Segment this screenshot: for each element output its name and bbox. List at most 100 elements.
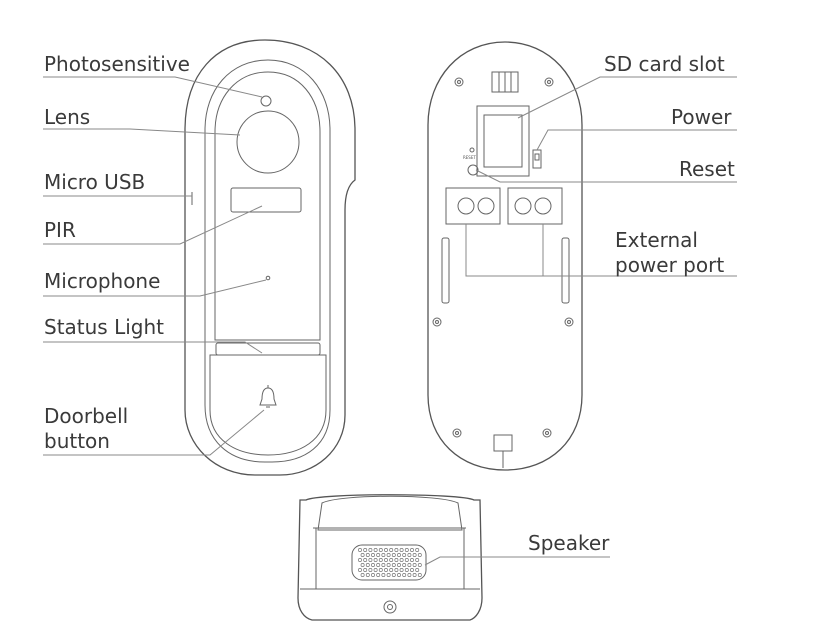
label-pir: PIR	[44, 218, 76, 242]
grille-hole	[402, 573, 407, 577]
label-status-light: Status Light	[44, 315, 164, 339]
base-top-cap	[317, 495, 463, 531]
speaker-base-view	[297, 494, 483, 621]
leader-lens	[43, 128, 241, 136]
grille-hole	[378, 568, 383, 572]
grille-hole	[404, 558, 409, 562]
grille-hole	[384, 558, 388, 562]
doorbell-button-area	[209, 354, 327, 456]
grille-hole	[365, 553, 370, 557]
grille-hole	[371, 553, 375, 557]
label-sd-card-slot: SD card slot	[604, 52, 725, 76]
label-external-power-port-line2: power port	[615, 253, 725, 277]
leader-status-light	[43, 341, 263, 354]
grille-hole	[397, 573, 401, 577]
leader-external-power-left	[465, 224, 737, 277]
grille-hole	[417, 553, 422, 557]
grille-hole	[404, 568, 409, 572]
grille-hole	[397, 553, 401, 557]
grille-hole	[415, 558, 420, 562]
right-slot	[561, 237, 570, 304]
speaker-grille-holes	[358, 548, 422, 577]
grille-hole	[373, 558, 378, 562]
front-outer-shell	[184, 39, 356, 476]
back-view	[427, 41, 583, 471]
grille-hole	[381, 563, 386, 567]
grille-hole	[412, 573, 417, 577]
front-leader-lines	[43, 76, 267, 456]
base-screw	[383, 600, 397, 614]
grille-hole	[394, 558, 399, 562]
grille-hole	[399, 548, 404, 552]
grille-hole	[394, 568, 399, 572]
label-lens: Lens	[44, 105, 91, 129]
grille-hole	[402, 563, 407, 567]
microphone-hole	[265, 275, 271, 281]
front-face	[214, 71, 321, 341]
power-port-right-housing	[507, 187, 563, 225]
grille-hole	[363, 568, 368, 572]
grille-hole	[412, 553, 417, 557]
leader-pir	[43, 205, 263, 245]
label-external-power-port: External power port	[615, 228, 724, 278]
grille-hole	[365, 563, 370, 567]
grille-hole	[391, 563, 396, 567]
grille-hole	[363, 548, 368, 552]
label-doorbell-button-line1: Doorbell	[44, 404, 129, 428]
grille-hole	[373, 548, 378, 552]
grille-hole	[415, 548, 420, 552]
grille-hole	[397, 563, 401, 567]
reset-small-text: RESET	[463, 155, 476, 160]
grille-hole	[365, 573, 370, 577]
grille-hole	[378, 548, 383, 552]
grille-hole	[410, 558, 414, 562]
pir-sensor	[230, 187, 302, 213]
grille-hole	[384, 568, 388, 572]
bell-icon	[259, 387, 277, 408]
grille-hole	[417, 573, 422, 577]
back-leader-lines	[465, 76, 737, 277]
grille-hole	[381, 573, 386, 577]
grille-hole	[360, 553, 365, 557]
grille-hole	[399, 558, 404, 562]
reset-button	[467, 164, 479, 176]
label-speaker: Speaker	[528, 531, 610, 555]
grille-hole	[384, 548, 388, 552]
grille-hole	[376, 563, 381, 567]
grille-hole	[368, 548, 373, 552]
grille-hole	[389, 568, 394, 572]
power-switch-knob	[534, 153, 540, 161]
base-screw-center	[387, 604, 393, 610]
grille-hole	[381, 553, 386, 557]
grille-hole	[386, 563, 391, 567]
front-view	[184, 39, 356, 476]
power-port-right-hole-2	[534, 197, 552, 215]
label-microphone: Microphone	[44, 269, 161, 293]
sd-compartment	[476, 105, 530, 177]
grille-hole	[363, 558, 368, 562]
grille-hole	[412, 563, 417, 567]
screws	[432, 77, 574, 438]
grille-hole	[360, 563, 365, 567]
grille-hole	[391, 573, 396, 577]
grille-hole	[417, 563, 422, 567]
grille-hole	[391, 553, 396, 557]
grille-hole	[389, 558, 394, 562]
grille-hole	[371, 573, 375, 577]
leader-microphone	[43, 279, 267, 297]
grille-hole	[358, 548, 362, 552]
grille-hole	[373, 568, 378, 572]
label-micro-usb: Micro USB	[44, 170, 146, 194]
photosensitive-sensor	[260, 95, 272, 107]
speaker-grille-outline	[351, 544, 427, 581]
leader-power	[536, 129, 737, 151]
power-port-left-hole-1	[457, 197, 475, 215]
grille-hole	[404, 548, 409, 552]
grille-hole	[415, 568, 420, 572]
grille-hole	[368, 568, 373, 572]
power-port-left-housing	[445, 187, 501, 225]
power-port-right-hole-1	[514, 197, 532, 215]
grille-hole	[368, 558, 373, 562]
sd-card-slot	[483, 114, 523, 168]
